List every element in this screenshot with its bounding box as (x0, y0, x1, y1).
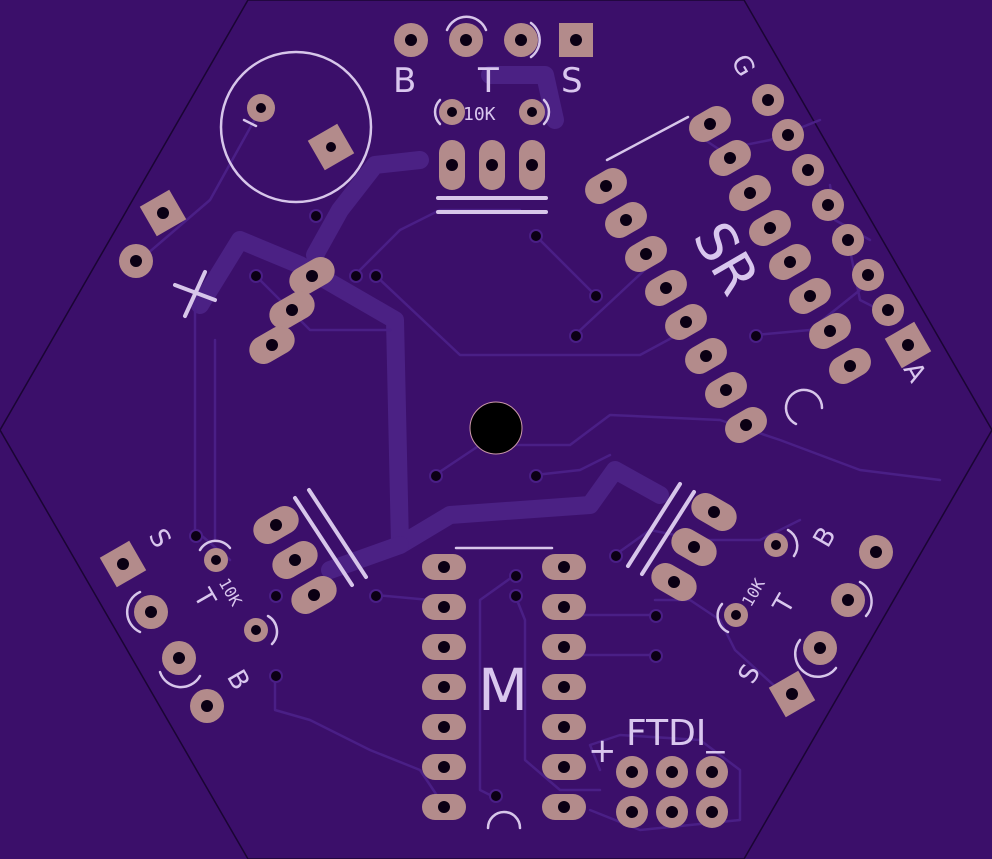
left-upper-transistor (249, 257, 335, 364)
vias (189, 209, 763, 803)
ftdi-label: FTDI_ (626, 713, 725, 754)
right-transistor (626, 482, 737, 601)
electrolytic-capacitor (219, 50, 373, 204)
right-resistor-value: 10K (738, 575, 769, 610)
left-header-label-b: B (220, 665, 255, 695)
left-header-label-s: S (142, 524, 176, 553)
microcontroller-ic: M (422, 546, 586, 830)
sr-right-pins (689, 106, 871, 384)
right-sensor-header: B T S (733, 522, 893, 718)
ftdi-plus: + (588, 731, 617, 771)
left-lower-transistor (253, 488, 368, 614)
top-header-label-s: S (561, 61, 583, 101)
mcu-right-pins (542, 554, 586, 820)
top-transistor (436, 140, 548, 214)
sr-left-pins (585, 168, 767, 443)
top-sensor-header: B T S (393, 15, 593, 101)
right-resistor: 10K (716, 528, 799, 634)
left-resistor-value: 10K (215, 575, 246, 610)
mounting-hole (469, 401, 523, 455)
ftdi-header: + FTDI_ (588, 713, 728, 828)
top-resistor-value: 10K (463, 104, 496, 125)
sr-header-label-g: G (725, 50, 761, 82)
left-header-label-t: T (187, 583, 221, 613)
left-sensor-header: S T B (99, 524, 255, 723)
right-header-label-t: T (767, 590, 801, 620)
top-header-label-b: B (393, 61, 416, 101)
top-header-label-t: T (477, 61, 499, 101)
power-traces (191, 66, 669, 579)
mcu-left-pins (422, 554, 466, 820)
mcu-label: M (478, 656, 528, 724)
right-header-label-b: B (808, 522, 843, 552)
power-input (119, 189, 217, 318)
top-resistor: 10K (433, 98, 551, 126)
